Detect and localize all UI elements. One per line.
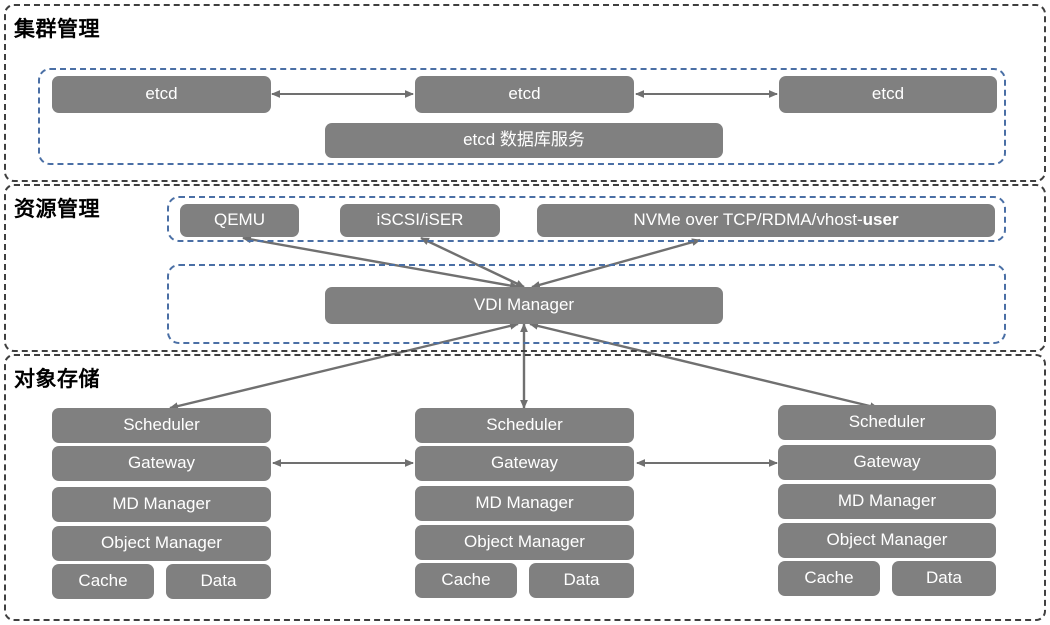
section-title-cluster-management: 集群管理: [14, 18, 100, 41]
etcd-box-3[interactable]: etcd: [779, 76, 997, 113]
panel-vdi: [167, 264, 1006, 344]
nvme-label-suffix: user: [862, 210, 899, 230]
node-right-gateway[interactable]: Gateway: [778, 445, 996, 480]
node-left-cache[interactable]: Cache: [52, 564, 154, 599]
node-middle-scheduler[interactable]: Scheduler: [415, 408, 634, 443]
node-middle-cache[interactable]: Cache: [415, 563, 517, 598]
node-middle-gateway[interactable]: Gateway: [415, 446, 634, 481]
node-right-object-manager[interactable]: Object Manager: [778, 523, 996, 558]
nvme-label-prefix: NVMe over TCP/RDMA/vhost-: [633, 210, 863, 230]
panel-protocols: [167, 196, 1006, 242]
node-right-scheduler[interactable]: Scheduler: [778, 405, 996, 440]
iscsi-iser-box[interactable]: iSCSI/iSER: [340, 204, 500, 237]
node-middle-data[interactable]: Data: [529, 563, 634, 598]
section-title-resource-management: 资源管理: [14, 198, 100, 221]
section-cluster-management: [4, 4, 1046, 182]
panel-etcd: [38, 68, 1006, 165]
node-middle-object-manager[interactable]: Object Manager: [415, 525, 634, 560]
section-object-storage: [4, 354, 1046, 621]
etcd-box-1[interactable]: etcd: [52, 76, 271, 113]
node-left-md-manager[interactable]: MD Manager: [52, 487, 271, 522]
section-title-object-storage: 对象存储: [14, 368, 100, 391]
vdi-manager-box[interactable]: VDI Manager: [325, 287, 723, 324]
node-left-scheduler[interactable]: Scheduler: [52, 408, 271, 443]
qemu-box[interactable]: QEMU: [180, 204, 299, 237]
section-resource-management: [4, 184, 1046, 352]
nvme-over-fabrics-box[interactable]: NVMe over TCP/RDMA/vhost-user: [537, 204, 995, 237]
node-right-cache[interactable]: Cache: [778, 561, 880, 596]
node-middle-md-manager[interactable]: MD Manager: [415, 486, 634, 521]
etcd-database-service-box[interactable]: etcd 数据库服务: [325, 123, 723, 158]
node-left-gateway[interactable]: Gateway: [52, 446, 271, 481]
node-left-data[interactable]: Data: [166, 564, 271, 599]
node-left-object-manager[interactable]: Object Manager: [52, 526, 271, 561]
node-right-md-manager[interactable]: MD Manager: [778, 484, 996, 519]
node-right-data[interactable]: Data: [892, 561, 996, 596]
etcd-box-2[interactable]: etcd: [415, 76, 634, 113]
